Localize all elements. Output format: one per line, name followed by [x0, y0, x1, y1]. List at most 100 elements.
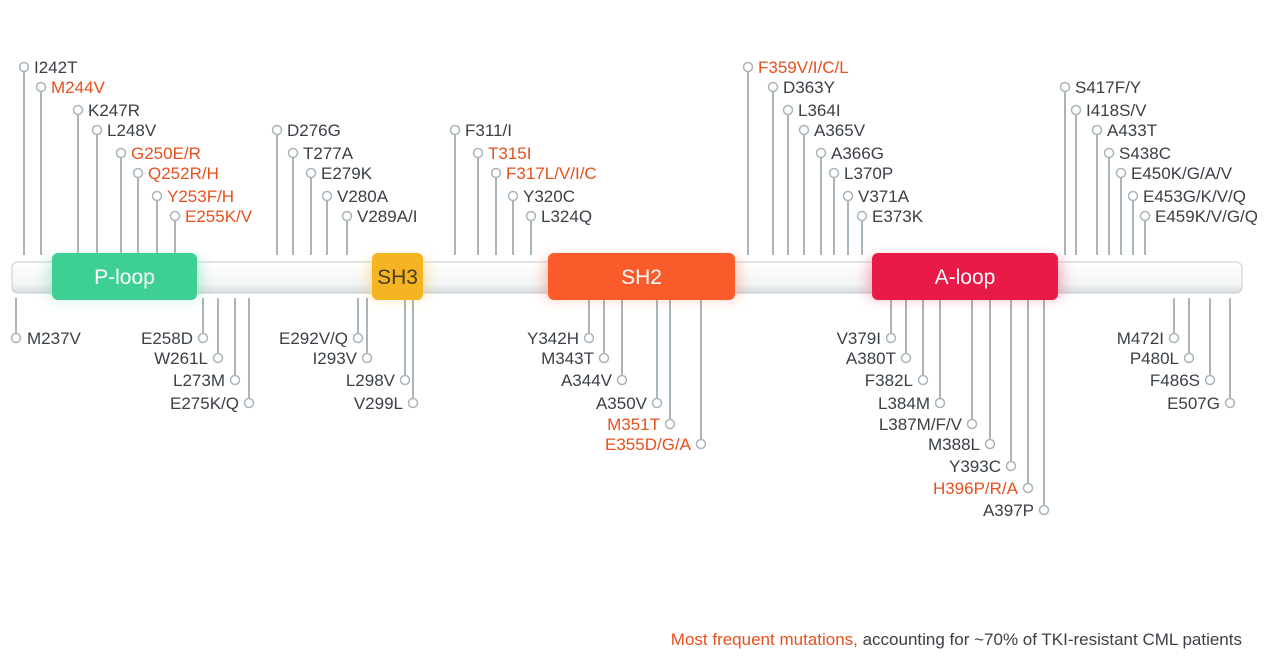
mutation-marker	[1204, 374, 1216, 386]
domain-sh3	[372, 253, 423, 300]
mutation-marker	[287, 147, 299, 159]
mutation-label: L298V	[346, 371, 396, 390]
mutation-marker	[490, 167, 502, 179]
mutation-marker	[798, 124, 810, 136]
mutation-label: F382L	[865, 371, 913, 390]
mutation-label: L364I	[798, 101, 841, 120]
mutation-label: P480L	[1130, 349, 1179, 368]
mutation-marker	[856, 210, 868, 222]
mutation-label: M472I	[1117, 329, 1164, 348]
mutation-marker	[132, 167, 144, 179]
mutation-marker	[598, 352, 610, 364]
mutation-marker	[1224, 397, 1236, 409]
mutation-label: I418S/V	[1086, 101, 1147, 120]
mutation-label: G250E/R	[131, 144, 201, 163]
mutation-label: E258D	[141, 329, 193, 348]
mutation-label: E275K/Q	[170, 394, 239, 413]
mutation-label: Q252R/H	[148, 164, 219, 183]
domain-sh3-label: SH3	[377, 266, 418, 289]
mutation-label: E453G/K/V/Q	[1143, 187, 1246, 206]
mutation-marker	[966, 418, 978, 430]
domain-a-loop-label: A-loop	[935, 266, 996, 289]
mutation-label: F359V/I/C/L	[758, 58, 849, 77]
mutation-marker	[151, 190, 163, 202]
mutation-label: M244V	[51, 78, 106, 97]
mutation-marker	[321, 190, 333, 202]
mutation-marker	[18, 61, 30, 73]
legend-rest: accounting for ~70% of TKI-resistant CML…	[857, 630, 1242, 649]
mutation-marker	[934, 397, 946, 409]
mutation-label: E355D/G/A	[605, 435, 692, 454]
mutation-marker	[243, 397, 255, 409]
mutation-label: V280A	[337, 187, 389, 206]
mutation-marker	[1168, 332, 1180, 344]
mutation-label: E255K/V	[185, 207, 253, 226]
mutation-label: E459K/V/G/Q	[1155, 207, 1258, 226]
mutation-marker	[507, 190, 519, 202]
mutation-marker	[583, 332, 595, 344]
mutation-marker	[885, 332, 897, 344]
mutation-marker	[767, 81, 779, 93]
mutation-label: M343T	[541, 349, 594, 368]
mutation-marker	[616, 374, 628, 386]
mutation-label: A433T	[1107, 121, 1157, 140]
mutation-marker	[525, 210, 537, 222]
mutation-marker	[352, 332, 364, 344]
mutation-marker	[900, 352, 912, 364]
mutation-marker	[407, 397, 419, 409]
mutation-label: A344V	[561, 371, 613, 390]
mutation-label: T277A	[303, 144, 354, 163]
mutation-label: Y342H	[527, 329, 579, 348]
mutation-marker	[828, 167, 840, 179]
mutation-label: E292V/Q	[279, 329, 348, 348]
mutation-marker	[472, 147, 484, 159]
mutation-label: V371A	[858, 187, 910, 206]
mutation-marker	[1059, 81, 1071, 93]
mutation-label: D276G	[287, 121, 341, 140]
mutation-marker	[169, 210, 181, 222]
mutation-marker	[10, 332, 22, 344]
mutation-marker	[782, 104, 794, 116]
mutation-marker	[1103, 147, 1115, 159]
mutation-label: A350V	[596, 394, 648, 413]
legend-note: Most frequent mutations, accounting for …	[671, 630, 1242, 650]
mutation-label: E279K	[321, 164, 373, 183]
mutation-label: E373K	[872, 207, 924, 226]
mutation-label: S438C	[1119, 144, 1171, 163]
mutation-label: A380T	[846, 349, 896, 368]
mutation-marker	[399, 374, 411, 386]
mutation-marker	[984, 438, 996, 450]
mutation-marker	[449, 124, 461, 136]
mutation-marker	[361, 352, 373, 364]
mutation-marker	[35, 81, 47, 93]
domain-p-loop	[52, 253, 197, 300]
mutation-label: M237V	[27, 329, 82, 348]
mutation-label: S417F/Y	[1075, 78, 1141, 97]
mutation-marker	[1022, 482, 1034, 494]
mutation-label: M351T	[607, 415, 660, 434]
mutation-label: W261L	[154, 349, 208, 368]
mutation-label: D363Y	[783, 78, 835, 97]
mutation-label: Y253F/H	[167, 187, 234, 206]
mutation-marker	[341, 210, 353, 222]
mutation-marker	[695, 438, 707, 450]
mutation-label: A365V	[814, 121, 866, 140]
mutation-label: E507G	[1167, 394, 1220, 413]
mutation-label: E450K/G/A/V	[1131, 164, 1233, 183]
mutation-label: V379I	[837, 329, 881, 348]
mutation-label: A397P	[983, 501, 1034, 520]
mutation-marker	[115, 147, 127, 159]
mutation-marker	[742, 61, 754, 73]
domain-p-loop-label: P-loop	[94, 266, 155, 289]
mutation-marker	[1183, 352, 1195, 364]
mutation-label: L324Q	[541, 207, 592, 226]
legend-highlight: Most frequent mutations,	[670, 630, 858, 649]
mutation-label: L273M	[173, 371, 225, 390]
mutation-marker	[664, 418, 676, 430]
mutation-marker	[842, 190, 854, 202]
mutation-marker	[1038, 504, 1050, 516]
mutation-marker	[197, 332, 209, 344]
mutation-marker	[1115, 167, 1127, 179]
